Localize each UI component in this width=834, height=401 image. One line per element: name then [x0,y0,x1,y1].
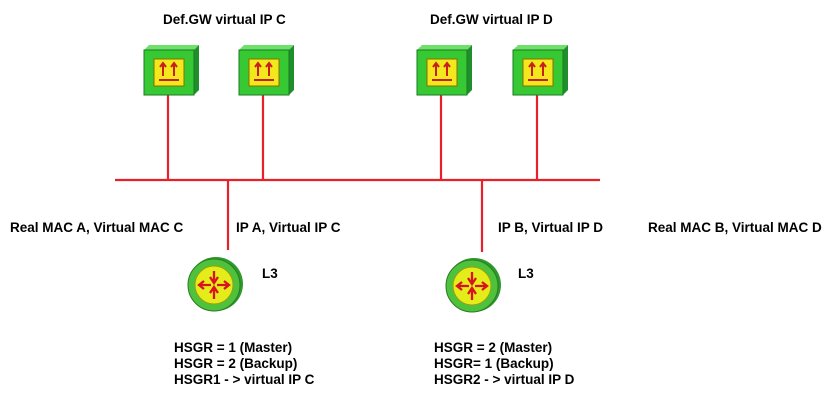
mac-label-right: Real MAC B, Virtual MAC D [648,220,822,235]
host-icon [143,45,199,96]
config-line: HSGR = 2 (Backup) [174,356,298,371]
config-left: HSGR = 1 (Master) HSGR = 2 (Backup) HSGR… [174,340,314,388]
gw-label-right: Def.GW virtual IP D [430,12,553,27]
config-line: HSGR = 1 (Master) [174,340,293,355]
gw-label-left: Def.GW virtual IP C [163,12,286,27]
config-line: HSGR2 - > virtual IP D [434,372,575,387]
router-label-right: L3 [518,266,534,281]
mac-label-left: Real MAC A, Virtual MAC C [10,220,184,235]
config-right: HSGR = 2 (Master) HSGR= 1 (Backup) HSGR2… [434,340,574,388]
config-line: HSGR1 - > virtual IP C [174,372,315,387]
host-icon [512,45,568,96]
network-links [115,95,600,252]
config-line: HSGR= 1 (Backup) [434,356,554,371]
host-icon [416,45,472,96]
ip-label-left: IP A, Virtual IP C [236,220,341,235]
host-icon [238,45,294,96]
config-line: HSGR = 2 (Master) [434,340,553,355]
ip-label-right: IP B, Virtual IP D [498,220,604,235]
router-icon [187,257,243,312]
router-icon [445,258,501,313]
router-label-left: L3 [262,266,278,281]
